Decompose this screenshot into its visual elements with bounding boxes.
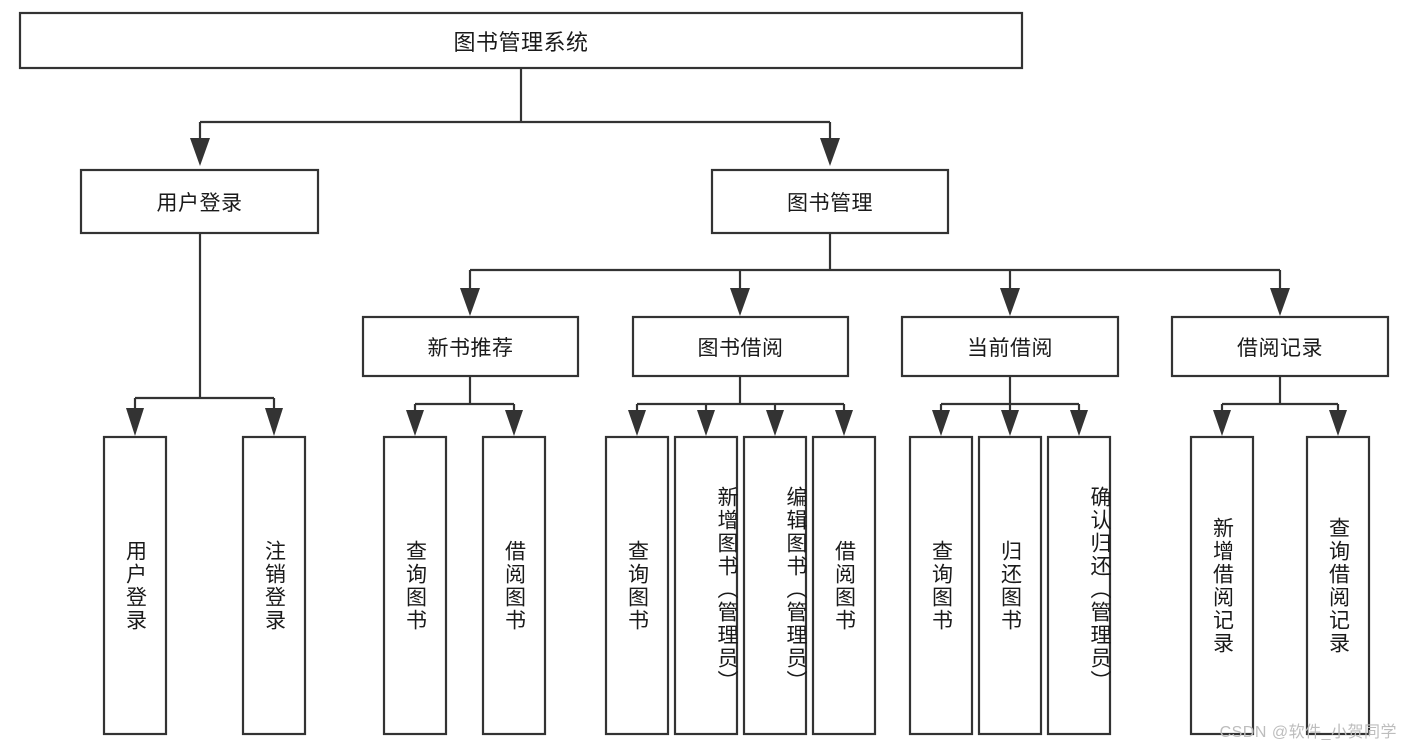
arrow-bb-leaf-2 <box>697 410 715 436</box>
connector-group-current-borrow <box>932 376 1088 436</box>
node-box-new-book-recommend[interactable] <box>361 315 580 378</box>
node-box-leaf-query-book-1[interactable] <box>382 435 448 736</box>
arrow-bb-leaf-1 <box>628 410 646 436</box>
arrow-user-login-leaf-1 <box>126 408 144 436</box>
arrow-nbr-leaf-2 <box>505 410 523 436</box>
node-box-book-management[interactable] <box>710 168 950 235</box>
node-box-leaf-return-book[interactable] <box>977 435 1043 736</box>
connector-group-book-management <box>460 233 1290 316</box>
connector-group-book-borrow <box>628 376 853 436</box>
node-box-leaf-query-record[interactable] <box>1305 435 1371 736</box>
node-box-root[interactable] <box>18 11 1024 70</box>
node-box-leaf-user-login[interactable] <box>102 435 168 736</box>
arrow-br-leaf-2 <box>1329 410 1347 436</box>
arrow-bb-leaf-3 <box>766 410 784 436</box>
arrow-bm-to-book-borrow <box>730 288 750 316</box>
connector-group-borrow-record <box>1213 376 1347 436</box>
arrow-cb-leaf-2 <box>1001 410 1019 436</box>
arrow-bm-to-current-borrow <box>1000 288 1020 316</box>
node-box-leaf-edit-book[interactable] <box>742 435 808 736</box>
arrow-bm-to-borrow-record <box>1270 288 1290 316</box>
connector-group-user-login <box>126 233 283 436</box>
arrow-bm-to-new-book-recommend <box>460 288 480 316</box>
node-box-borrow-record[interactable] <box>1170 315 1390 378</box>
arrow-root-to-book-management <box>820 138 840 166</box>
arrow-cb-leaf-1 <box>932 410 950 436</box>
arrow-nbr-leaf-1 <box>406 410 424 436</box>
node-box-leaf-add-book[interactable] <box>673 435 739 736</box>
connector-group-root <box>190 68 840 166</box>
node-box-book-borrow[interactable] <box>631 315 850 378</box>
connector-group-new-book-recommend <box>406 376 523 436</box>
node-box-leaf-borrow-book-1[interactable] <box>481 435 547 736</box>
csdn-watermark: CSDN @软件_小贺同学 <box>1219 724 1397 741</box>
arrow-br-leaf-1 <box>1213 410 1231 436</box>
node-box-user-login[interactable] <box>79 168 320 235</box>
node-box-leaf-confirm-return[interactable] <box>1046 435 1112 736</box>
node-box-leaf-query-book-3[interactable] <box>908 435 974 736</box>
node-box-leaf-logout-login[interactable] <box>241 435 307 736</box>
arrow-cb-leaf-3 <box>1070 410 1088 436</box>
node-box-leaf-query-book-2[interactable] <box>604 435 670 736</box>
arrow-user-login-leaf-2 <box>265 408 283 436</box>
node-box-leaf-borrow-book-2[interactable] <box>811 435 877 736</box>
node-box-leaf-add-record[interactable] <box>1189 435 1255 736</box>
arrow-bb-leaf-4 <box>835 410 853 436</box>
node-box-current-borrow[interactable] <box>900 315 1120 378</box>
arrow-root-to-user-login <box>190 138 210 166</box>
